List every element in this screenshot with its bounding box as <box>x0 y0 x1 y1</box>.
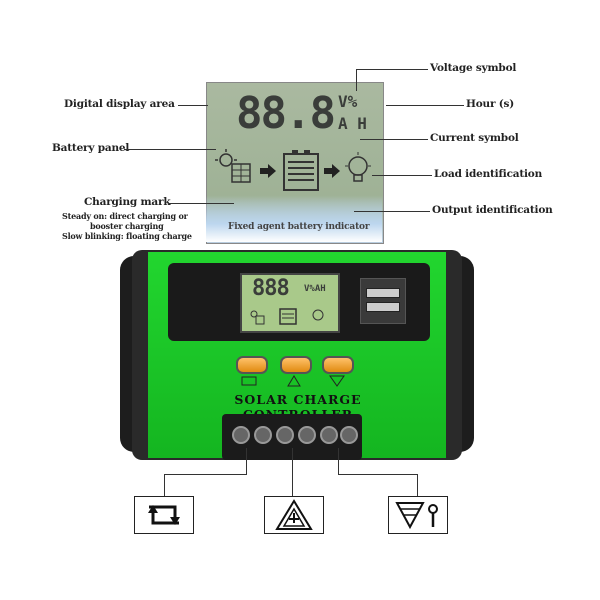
menu-button[interactable] <box>236 356 268 374</box>
cycle-icon-box <box>134 496 194 534</box>
connector-right-v1 <box>338 448 339 474</box>
terminal-screw <box>340 426 358 444</box>
cycle-arrows-icon <box>241 376 257 386</box>
controller-screen <box>240 273 340 333</box>
charging-note-1: Steady on: direct charging or <box>62 211 188 221</box>
leader-voltage-v <box>356 69 357 91</box>
terminal-screw <box>276 426 294 444</box>
label-current-symbol: Current symbol <box>430 132 519 144</box>
charging-note-2: booster charging <box>90 221 164 231</box>
warning-triangle-icon <box>275 499 313 530</box>
controller-mini-digits: 888 <box>252 276 290 301</box>
bulb-icon <box>345 152 371 182</box>
warning-triangle-icon <box>287 375 301 387</box>
usb-port <box>366 288 400 298</box>
lcd-unit-top: V% <box>338 92 358 111</box>
load-output-icon <box>329 375 345 387</box>
leader-current <box>360 139 428 140</box>
lcd-digits: 88.8 <box>236 88 336 139</box>
bulb-icon <box>312 309 324 321</box>
battery-icon <box>283 150 319 191</box>
button-icons <box>241 375 345 387</box>
cycle-arrows-icon <box>148 505 180 525</box>
connector-left-v1 <box>246 448 247 474</box>
connector-right-h <box>338 474 418 475</box>
leader-charging-mark <box>168 203 234 204</box>
connector-left-h <box>164 474 247 475</box>
leader-voltage-h <box>356 69 428 70</box>
terminal-screw <box>320 426 338 444</box>
battery-icon <box>279 308 297 325</box>
solar-panel-icon <box>250 310 265 325</box>
lcd-unit-bottom: A H <box>338 114 367 133</box>
leader-battery-panel <box>124 149 216 150</box>
label-digital-display-area: Digital display area <box>64 98 175 110</box>
label-charging-mark: Charging mark <box>84 196 171 208</box>
label-output-identification: Output identification <box>432 204 553 216</box>
label-load-identification: Load identification <box>434 168 543 180</box>
charging-note-3: Slow blinking: floating charge <box>62 231 192 241</box>
bottom-caption: Fixed agent battery indicator <box>228 222 370 232</box>
up-button[interactable] <box>280 356 312 374</box>
load-output-icon <box>395 502 438 530</box>
usb-port-panel <box>360 278 406 324</box>
controller-mini-units: V%AH <box>304 284 326 294</box>
warning-icon-box <box>264 496 324 534</box>
leader-hours <box>386 105 464 106</box>
terminal-screw <box>298 426 316 444</box>
leader-digital-display <box>178 105 208 106</box>
leader-load <box>372 175 432 176</box>
terminal-screw <box>254 426 272 444</box>
controller-mini-icons <box>250 308 324 325</box>
label-hours: Hour (s) <box>466 98 514 110</box>
connector-right-v2 <box>417 474 418 496</box>
lcd-icon-row <box>215 149 371 191</box>
down-button[interactable] <box>322 356 354 374</box>
leader-output <box>354 211 430 212</box>
connector-left-v2 <box>164 474 165 496</box>
arrow-right-icon <box>324 164 340 178</box>
lcd-fade <box>206 196 382 242</box>
solar-panel-icon <box>215 149 251 183</box>
label-voltage-symbol: Voltage symbol <box>430 62 517 74</box>
usb-port <box>366 302 400 312</box>
terminal-screw <box>232 426 250 444</box>
load-icon-box <box>388 496 448 534</box>
connector-mid-v <box>292 448 293 496</box>
label-battery-panel: Battery panel <box>52 142 130 154</box>
arrow-right-icon <box>260 164 276 178</box>
